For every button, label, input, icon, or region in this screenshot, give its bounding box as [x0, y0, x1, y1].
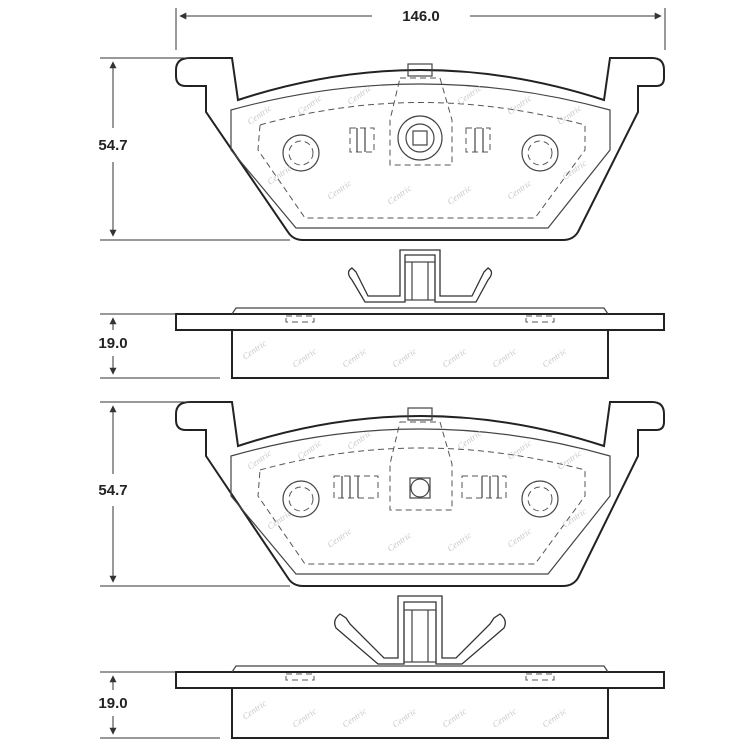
width-label: 146.0 — [402, 8, 440, 25]
thickness-dimension-bottom: 19.0 — [98, 671, 220, 739]
thickness-dimension-top: 19.0 — [98, 313, 220, 379]
width-dimension: 146.0 — [175, 8, 666, 50]
height-dimension-top: 54.7 — [98, 57, 290, 241]
pad-bottom-side-view: Centric Centric Centric Centric Centric … — [175, 595, 665, 739]
pad-bottom-face: Centric Centric Centric Centric Centric … — [175, 401, 665, 587]
pad-top-side-view: Centric Centric Centric Centric Centric … — [175, 249, 665, 379]
watermark-pattern: Centric Centric Centric Centric Centric … — [245, 83, 588, 207]
thickness-label-top: 19.0 — [98, 335, 127, 352]
thickness-label-bottom: 19.0 — [98, 695, 127, 712]
height-label-bottom: 54.7 — [98, 482, 127, 499]
height-label-top: 54.7 — [98, 137, 127, 154]
pad-top-face: Centric Centric Centric Centric Centric … — [175, 57, 665, 241]
height-dimension-bottom: 54.7 — [98, 401, 290, 587]
